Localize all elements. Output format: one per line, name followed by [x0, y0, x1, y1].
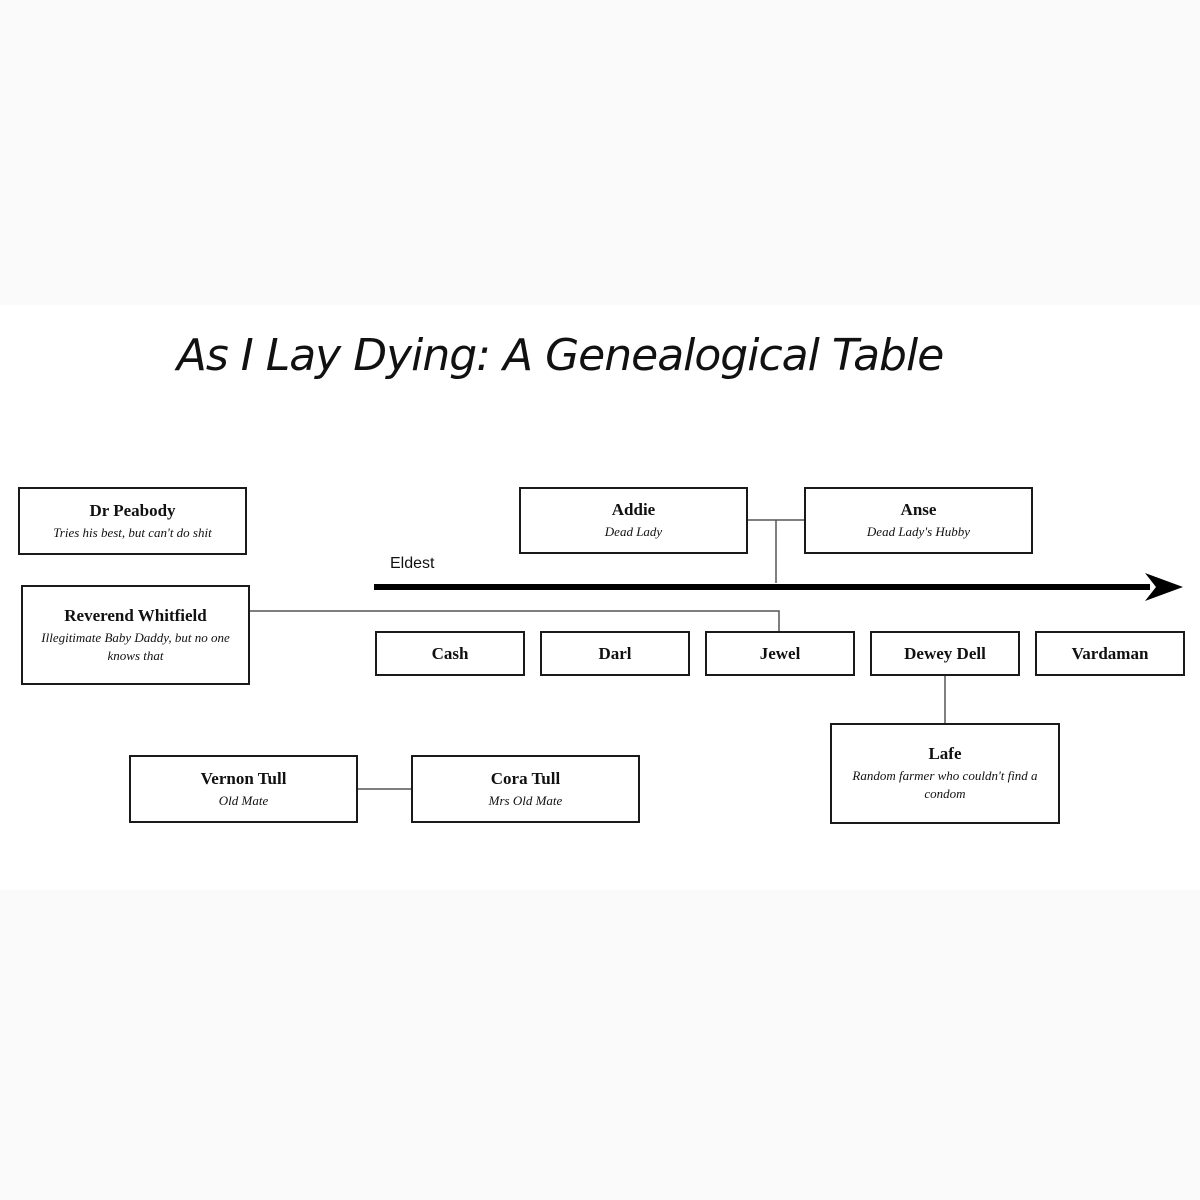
node-name: Dewey Dell — [904, 643, 986, 663]
node-desc: Dead Lady — [604, 524, 663, 539]
node-dr-peabody: Dr Peabody Tries his best, but can't do … — [18, 487, 247, 555]
node-dewey-dell: Dewey Dell — [870, 631, 1020, 676]
node-jewel: Jewel — [705, 631, 855, 676]
node-name: Cora Tull — [490, 768, 561, 788]
node-darl: Darl — [540, 631, 690, 676]
node-name: Lafe — [928, 744, 962, 763]
node-name: Vernon Tull — [200, 768, 287, 788]
node-anse: Anse Dead Lady's Hubby — [804, 487, 1033, 554]
node-cash: Cash — [375, 631, 525, 676]
timeline-arrowhead — [1145, 573, 1183, 601]
node-name: Anse — [900, 500, 937, 519]
node-reverend-whitfield: Reverend Whitfield Illegitimate Baby Dad… — [21, 585, 250, 685]
node-name: Vardaman — [1071, 643, 1149, 663]
node-name: Jewel — [759, 643, 801, 663]
node-desc: Random farmer who couldn't find a condom — [852, 768, 1038, 801]
node-name: Reverend Whitfield — [64, 605, 207, 625]
node-name: Dr Peabody — [89, 500, 176, 520]
node-name: Addie — [611, 500, 656, 519]
node-cora-tull: Cora Tull Mrs Old Mate — [411, 755, 640, 823]
node-addie: Addie Dead Lady — [519, 487, 748, 554]
node-vardaman: Vardaman — [1035, 631, 1185, 676]
node-desc: Illegitimate Baby Daddy, but no one know… — [41, 629, 230, 663]
timeline-label: Eldest — [390, 555, 435, 572]
node-desc: Dead Lady's Hubby — [866, 524, 971, 539]
node-vernon-tull: Vernon Tull Old Mate — [129, 755, 358, 823]
node-lafe: Lafe Random farmer who couldn't find a c… — [830, 723, 1060, 824]
node-desc: Mrs Old Mate — [488, 792, 563, 808]
node-desc: Old Mate — [218, 792, 269, 808]
node-name: Cash — [431, 643, 469, 663]
node-desc: Tries his best, but can't do shit — [53, 524, 212, 540]
node-name: Darl — [598, 643, 632, 663]
diagram-title: As I Lay Dying: A Genealogical Table — [176, 330, 945, 381]
whitfield-jewel-link — [249, 610, 780, 632]
